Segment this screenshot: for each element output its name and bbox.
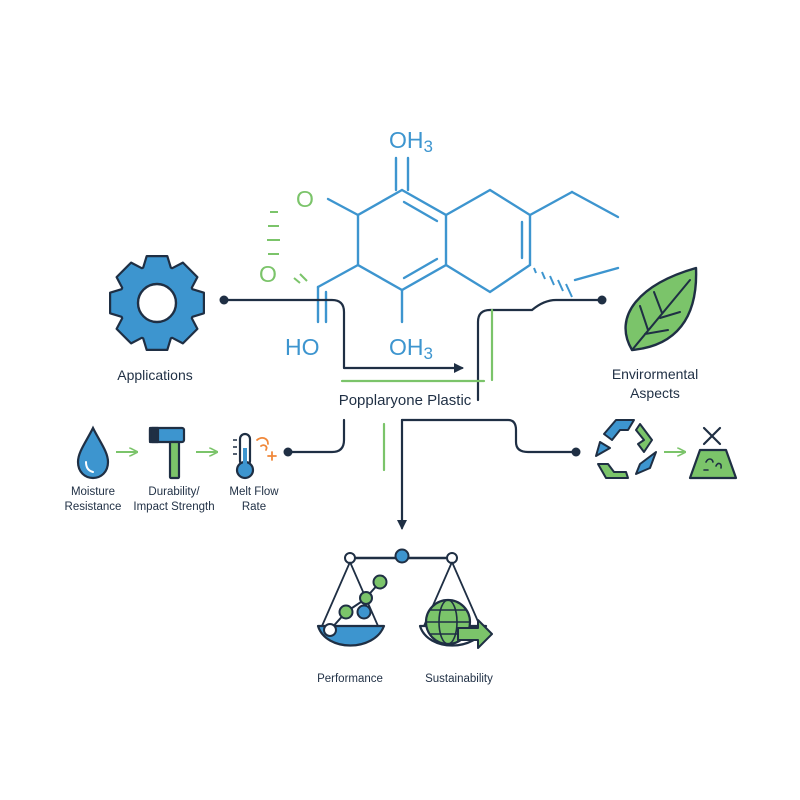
- right-ring: [444, 188, 532, 294]
- top-oh-label: OH3: [389, 127, 433, 156]
- molecule-node: [372, 574, 388, 590]
- recycle-icon: [595, 419, 657, 479]
- gear-icon: [109, 255, 205, 351]
- molecule-node: [338, 604, 354, 620]
- environmental-connector: [476, 298, 604, 402]
- performance-pan: [316, 574, 388, 647]
- moisture-resistance-label: Moisture Resistance: [64, 486, 122, 513]
- left-ho-label: HO: [285, 334, 320, 360]
- sustainability-label: Sustainability: [425, 673, 493, 685]
- hammer-icon: [148, 426, 186, 480]
- page-title: Popplaryone Plastic: [338, 392, 472, 409]
- connector-dot: [219, 295, 229, 305]
- molecule-node: [356, 604, 372, 620]
- connector-dot: [597, 295, 607, 305]
- arrow-icon: [457, 619, 493, 649]
- sustainability-pan: [418, 598, 493, 649]
- landfill-icon: [688, 426, 738, 480]
- properties-connector: [286, 418, 346, 454]
- lifecycle-connector: [400, 418, 578, 454]
- connector-dot: [283, 447, 293, 457]
- applications-label: Applications: [117, 367, 193, 383]
- ring-o-upper: O: [296, 186, 314, 212]
- connector-dot: [571, 447, 581, 457]
- leaf-icon: [624, 266, 698, 352]
- durability-label: Durability/ Impact Strength: [133, 486, 215, 513]
- bottom-oh-label: OH3: [389, 334, 433, 363]
- left-ring: [356, 188, 448, 292]
- environmental-aspects-label: Envirormental Aspects: [611, 366, 699, 401]
- molecule-structure: [316, 156, 620, 324]
- hash-wedge-right: [533, 267, 573, 298]
- applications-connector: [222, 298, 464, 373]
- performance-label: Performance: [317, 673, 383, 685]
- water-drop-icon: [76, 425, 110, 480]
- molecule-node: [323, 623, 337, 637]
- melt-flow-rate-label: Melt Flow Rate: [229, 486, 279, 513]
- molecule-node: [359, 591, 373, 605]
- thermometer-icon: [233, 432, 277, 480]
- ring-o-lower: O: [259, 261, 277, 287]
- hash-wedge-left: [267, 211, 308, 284]
